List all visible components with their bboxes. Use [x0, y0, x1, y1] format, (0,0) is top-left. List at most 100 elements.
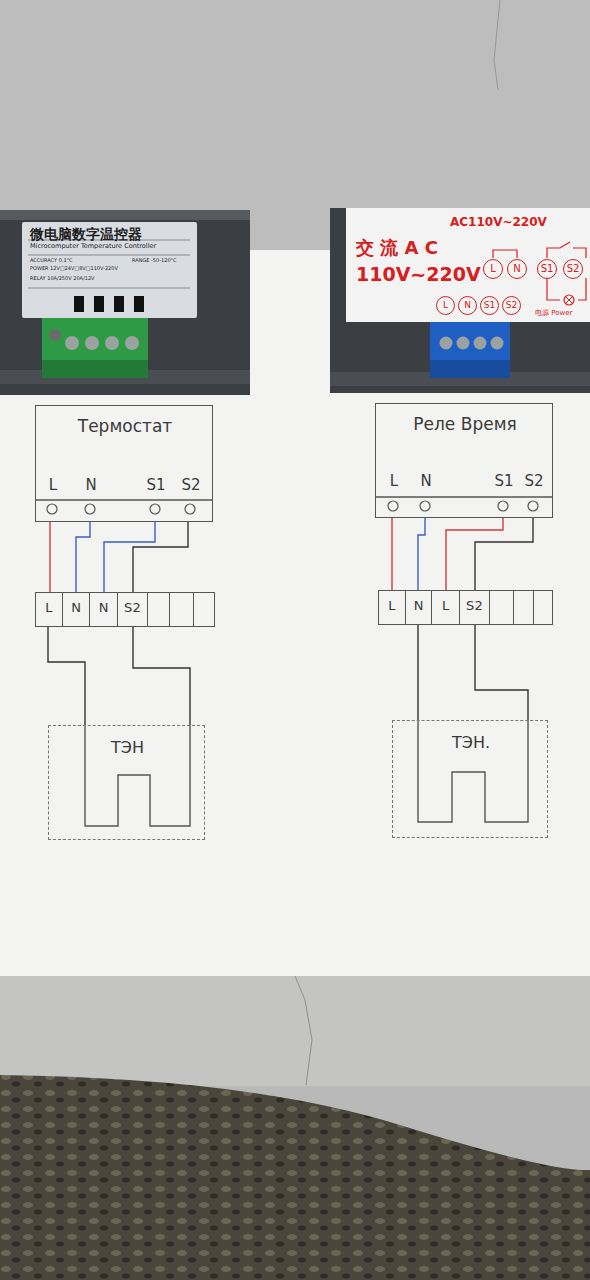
terminal-cell: N	[63, 593, 91, 626]
device-label: 电源 Power	[535, 309, 572, 317]
terminal-cell	[514, 591, 534, 624]
thermostat-device	[0, 210, 250, 220]
thermostat-box: ТермостатLN S1 S2	[35, 405, 213, 522]
thermostat-device	[0, 210, 250, 395]
heater-box: ТЭН.	[392, 720, 548, 838]
wire	[418, 518, 425, 590]
terminal-row	[420, 501, 430, 511]
terminal-label: L	[379, 598, 405, 614]
terminal-label: N	[63, 600, 90, 616]
terminal-marking: N	[507, 259, 527, 279]
thermostat-device	[105, 336, 119, 350]
box-title: Реле Время	[376, 414, 554, 434]
terminal-marking: L	[436, 296, 455, 315]
terminal-label: N	[90, 600, 117, 616]
terminal-marking: S2	[502, 296, 521, 315]
wire	[475, 518, 533, 590]
device-label: AC110V~220V	[450, 216, 547, 230]
wire	[133, 627, 190, 725]
terminal-block: LNLS2	[378, 590, 553, 625]
thermostat-device	[85, 336, 99, 350]
time-relay-device	[330, 208, 590, 393]
thermostat-device	[125, 336, 139, 350]
terminal-marking: S1	[537, 259, 557, 279]
terminal-label: L	[382, 472, 406, 490]
terminal-row	[375, 496, 553, 497]
terminal-label: S2	[178, 476, 204, 494]
terminal-cell	[148, 593, 170, 626]
terminal-row	[150, 504, 160, 514]
time-relay-device	[564, 295, 574, 305]
device-label: POWER 12V□24V□8V□110V-220V	[30, 266, 118, 272]
terminal-row	[47, 504, 57, 514]
paper-sheet	[0, 250, 590, 976]
thermostat-device	[65, 336, 79, 350]
terminal-marking: S1	[480, 296, 499, 315]
terminal-cell: L	[432, 591, 460, 624]
thermostat-device	[42, 360, 148, 378]
terminal-label: N	[414, 472, 438, 490]
thermostat-device	[94, 296, 104, 312]
device-label: RELAY 10A/250V 20A/12V	[30, 276, 94, 282]
terminal-cell	[490, 591, 515, 624]
device-label: 微电脑数字温控器	[30, 226, 142, 242]
terminal-label: S2	[521, 472, 547, 490]
terminal-cell: S2	[118, 593, 148, 626]
wire	[104, 522, 155, 592]
time-relay-device	[330, 208, 590, 393]
terminal-marking: L	[483, 259, 503, 279]
thermostat-device	[42, 318, 148, 378]
terminal-label: S2	[460, 598, 489, 614]
terminal-marking: N	[458, 296, 477, 315]
terminal-row	[388, 501, 398, 511]
terminal-label: L	[41, 476, 65, 494]
time-relay-device	[565, 296, 573, 304]
floor	[0, 976, 590, 1086]
terminal-cell	[170, 593, 195, 626]
fabric	[0, 1075, 590, 1280]
terminal-cell: L	[36, 593, 63, 626]
box-title: ТЭН	[49, 738, 206, 757]
wire	[391, 518, 392, 590]
terminal-label: S1	[143, 476, 169, 494]
device-label: Microcomputer Temperature Controller	[30, 243, 156, 250]
device-label: ACCURACY 0.1°C	[30, 258, 73, 264]
terminal-label: N	[406, 598, 432, 614]
thermostat-device	[0, 210, 250, 395]
terminal-label: S1	[491, 472, 517, 490]
terminal-cell	[194, 593, 214, 626]
fabric	[0, 1075, 590, 1280]
terminal-cell	[534, 591, 552, 624]
floor	[295, 976, 312, 1085]
device-label: RANGE -50-120°C	[132, 258, 177, 264]
terminal-marking: S2	[563, 259, 583, 279]
terminal-row	[35, 497, 553, 514]
wire	[475, 625, 528, 720]
terminal-label: L	[36, 600, 62, 616]
time-relay-device	[346, 208, 590, 322]
wire	[49, 522, 50, 592]
time-relay-device	[430, 360, 510, 378]
thermostat-device	[49, 329, 61, 341]
time-relay-box: Реле ВремяLN S1S2	[375, 403, 553, 518]
time-relay-device	[547, 278, 586, 300]
terminal-label: N	[79, 476, 103, 494]
device-label: 交 流 A C	[356, 238, 438, 259]
box-title: Термостат	[36, 416, 214, 436]
time-relay-device	[430, 322, 510, 378]
thermostat-device	[134, 296, 144, 312]
terminal-cell: N	[406, 591, 433, 624]
terminal-cell: N	[90, 593, 118, 626]
terminal-row	[185, 504, 195, 514]
device-label: 110V~220V	[356, 264, 481, 286]
time-relay-device	[457, 337, 470, 350]
thermostat-device	[22, 222, 197, 318]
terminal-block: LNNS2	[35, 592, 215, 627]
terminal-row	[498, 501, 508, 511]
terminal-cell: L	[379, 591, 406, 624]
wall	[494, 0, 500, 90]
time-relay-device	[440, 337, 453, 350]
time-relay-device	[493, 250, 517, 258]
